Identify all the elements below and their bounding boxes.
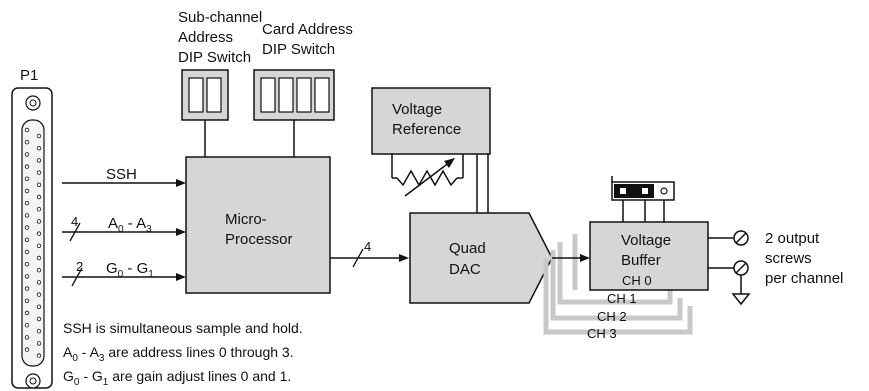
dac-label-2: DAC — [449, 261, 481, 278]
connector-pin — [24, 286, 30, 291]
dac-bus-width: 4 — [364, 239, 371, 254]
p1-connector — [11, 87, 53, 389]
output-note-3: per channel — [765, 270, 843, 287]
connector-pin — [36, 170, 42, 175]
gain-bus-width: 2 — [76, 259, 83, 274]
connector-pin — [24, 310, 30, 316]
output-note-2: screws — [765, 250, 812, 267]
microprocessor-block — [185, 156, 331, 294]
gain-bus — [62, 267, 186, 287]
quad-dac-block — [409, 212, 553, 304]
connector-pin — [24, 127, 30, 133]
card-address-dip-switch — [253, 69, 335, 121]
ssh-signal — [62, 179, 186, 187]
dac-output-wire — [552, 254, 590, 262]
subchannel-label-3: DIP Switch — [178, 49, 251, 66]
address-bus-width: 4 — [71, 214, 78, 229]
connector-pin — [36, 255, 42, 261]
connector-pin — [36, 206, 42, 212]
note-line-1: SSH is simultaneous sample and hold. — [63, 320, 303, 336]
connector-pin — [24, 335, 30, 340]
connector-pin — [24, 262, 30, 267]
connector-pin — [24, 188, 30, 194]
address-bus — [62, 222, 186, 242]
channel-label-0: CH 0 — [622, 273, 652, 288]
dac-bus — [330, 248, 409, 268]
connector-pin — [36, 353, 42, 358]
connector-pin — [36, 268, 42, 273]
card-address-label-2: DIP Switch — [262, 41, 335, 58]
connector-pin — [36, 231, 42, 236]
output-note-1: 2 output — [765, 230, 820, 247]
channel-label-3: CH 3 — [587, 326, 617, 341]
voltage-reference-label-2: Reference — [392, 121, 461, 138]
connector-pin — [36, 194, 42, 200]
connector-label: P1 — [20, 67, 38, 84]
dac-label-1: Quad — [449, 240, 486, 257]
connector-pin — [36, 133, 42, 139]
connector-pin — [24, 164, 30, 169]
channel-stack — [543, 234, 693, 335]
connector-pin — [36, 329, 42, 334]
gain-bus-label: G0 - G1 — [106, 260, 154, 280]
microprocessor-label-1: Micro- — [225, 211, 267, 228]
connector-pin — [24, 176, 30, 181]
channel-label-2: CH 2 — [597, 309, 627, 324]
card-address-label-1: Card Address — [262, 21, 353, 38]
connector-pin — [24, 200, 30, 206]
connector-pin — [36, 145, 42, 151]
connector-pins — [24, 127, 42, 358]
connector-pin — [24, 213, 30, 218]
connector-pin — [36, 158, 42, 163]
ssh-label: SSH — [106, 166, 137, 183]
connector-pin — [24, 347, 30, 352]
connector-pin — [24, 225, 30, 230]
connector-pin — [36, 292, 42, 297]
connector-pin — [36, 316, 42, 322]
note-line-2: A0 - A3 are address lines 0 through 3. — [63, 344, 294, 364]
connector-pin — [36, 182, 42, 187]
address-bus-label: A0 - A3 — [108, 215, 152, 235]
voltage-reference-block — [371, 87, 491, 155]
microprocessor-label-2: Processor — [225, 231, 293, 248]
subchannel-dip-switch — [181, 69, 229, 121]
potentiometer — [391, 154, 464, 197]
subchannel-label-1: Sub-channel — [178, 9, 262, 26]
voltage-buffer-block — [589, 221, 709, 291]
connector-pin — [36, 341, 42, 346]
jumper — [611, 176, 675, 222]
connector-pin — [36, 304, 42, 309]
buffer-label-2: Buffer — [621, 252, 661, 269]
connector-pin — [36, 280, 42, 285]
connector-pin — [24, 237, 30, 242]
connector-pin — [24, 152, 30, 157]
connector-pin — [24, 323, 30, 328]
connector-pin — [24, 249, 30, 255]
connector-pin — [24, 274, 30, 279]
connector-pin — [36, 243, 42, 248]
subchannel-label-2: Address — [178, 29, 233, 46]
channel-label-1: CH 1 — [607, 291, 637, 306]
note-line-3: G0 - G1 are gain adjust lines 0 and 1. — [63, 368, 291, 388]
connector-pin — [24, 298, 30, 303]
buffer-label-1: Voltage — [621, 232, 671, 249]
output-screws — [708, 230, 751, 306]
connector-pin — [36, 219, 42, 224]
connector-pin — [24, 139, 30, 145]
voltage-reference-label-1: Voltage — [392, 101, 442, 118]
